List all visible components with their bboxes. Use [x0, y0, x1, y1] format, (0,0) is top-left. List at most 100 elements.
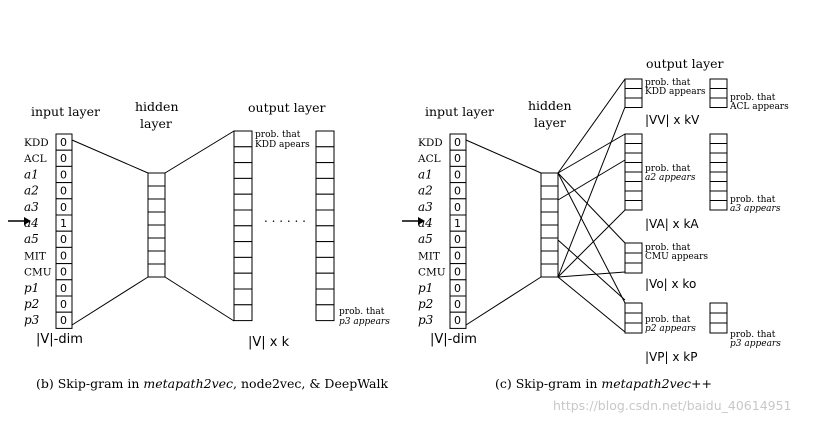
output-cell	[709, 162, 728, 173]
fan-connection-line	[557, 133, 626, 174]
fan-connection-line	[557, 172, 626, 304]
input-cell-value: 0	[454, 152, 461, 165]
hidden-cell	[147, 185, 166, 200]
input-row-label: a5	[418, 232, 433, 246]
fan-connection-line	[557, 209, 626, 278]
input-cell-value: 0	[60, 152, 67, 165]
input-row-label: a3	[24, 200, 39, 214]
hidden-cell	[540, 185, 559, 200]
hidden-cell	[147, 224, 166, 239]
input-cell-value: 0	[454, 201, 461, 214]
hidden-cell	[147, 263, 166, 278]
left-hidden-layer-label-2: layer	[140, 116, 172, 131]
output-cell	[315, 130, 335, 148]
input-cell-value: 0	[454, 168, 461, 181]
input-cell-value: 1	[454, 217, 461, 230]
output-cell	[709, 302, 728, 314]
output-cell	[624, 302, 643, 314]
fan-connection-line	[557, 159, 626, 201]
output-cell	[709, 181, 728, 192]
input-cell-value: 0	[60, 249, 67, 262]
output-cell	[709, 78, 728, 89]
input-cell-value: 1	[60, 217, 67, 230]
hidden-cell	[147, 250, 166, 265]
input-cell-value: 0	[454, 136, 461, 149]
output-cell	[624, 133, 643, 144]
right-kdd-prob-line1: prob. that	[645, 78, 691, 88]
input-row-label: a1	[418, 167, 433, 181]
input-row-label: CMU	[418, 267, 446, 279]
input-row-label: ACL	[23, 153, 47, 165]
input-cell-value: 0	[454, 233, 461, 246]
output-cell	[624, 312, 643, 324]
left-prob-top-line2: KDD apears	[255, 140, 310, 150]
left-caption: (b) Skip-gram in metapath2vec, node2vec,…	[36, 376, 388, 391]
fan-connection-line	[557, 78, 626, 174]
output-cell	[233, 304, 253, 322]
right-hidden-to-output-connections	[557, 78, 626, 333]
input-row-label: KDD	[24, 137, 49, 149]
output-cell	[624, 162, 643, 173]
input-row-label: CMU	[24, 267, 52, 279]
left-dim-label: |V|-dim	[36, 332, 83, 347]
output-cell	[624, 181, 643, 192]
left-input-arrow-icon	[8, 217, 31, 225]
right-output-vectors	[624, 78, 728, 334]
left-prob-bottom-line1: prob. that	[339, 307, 385, 317]
hidden-cell	[540, 250, 559, 265]
left-output-dim-label: |V| x k	[248, 335, 290, 350]
right-p2-prob-line2: p2 appears	[645, 324, 696, 334]
output-cell	[233, 288, 253, 306]
output-cell	[624, 152, 643, 163]
output-cell	[624, 78, 643, 89]
hidden-cell	[147, 211, 166, 226]
hidden-cell	[540, 263, 559, 278]
right-va-label: |VA| x kA	[645, 217, 699, 231]
left-hidden-layer-label-1: hidden	[135, 99, 179, 114]
right-a3-prob-line2: a3 appears	[730, 204, 781, 214]
output-cell	[233, 241, 253, 258]
right-caption: (c) Skip-gram in metapath2vec++	[495, 376, 712, 391]
left-connect-bottom-in	[71, 276, 149, 326]
right-connect-top-in	[465, 139, 542, 174]
output-cell	[315, 193, 335, 211]
right-caption-em: metapath2vec++	[601, 376, 712, 391]
right-panel: input layer hidden layer output layer KD…	[402, 56, 789, 391]
input-row-label: ACL	[417, 153, 441, 165]
input-row-label: p1	[418, 281, 433, 295]
fan-connection-line	[557, 172, 626, 244]
input-row-label: a2	[24, 184, 39, 198]
left-output-vector-first	[233, 130, 253, 322]
right-cmu-prob-line1: prob. that	[645, 243, 691, 253]
output-cell	[624, 262, 643, 274]
input-cell-value: 0	[60, 233, 67, 246]
right-kdd-prob-line2: KDD appears	[645, 87, 706, 97]
input-row-label: a3	[418, 200, 433, 214]
hidden-cell	[540, 198, 559, 213]
output-cell	[315, 177, 335, 195]
output-cell	[233, 130, 253, 148]
output-cell	[233, 177, 253, 195]
right-output-layer-label: output layer	[646, 56, 724, 71]
right-cmu-prob-line2: CMU appears	[645, 252, 708, 262]
output-cell	[233, 162, 253, 179]
output-cell	[315, 304, 335, 322]
left-panel: input layer hidden layer output layer KD…	[8, 99, 390, 391]
output-cell	[709, 200, 728, 211]
output-cell	[315, 256, 335, 274]
input-cell-value: 0	[60, 185, 67, 198]
right-a3-prob-line1: prob. that	[730, 195, 776, 205]
input-cell	[55, 311, 73, 329]
fan-connection-line	[557, 271, 626, 278]
output-cell	[233, 225, 253, 243]
output-cell	[709, 190, 728, 201]
input-cell-value: 0	[60, 168, 67, 181]
left-input-layer-label: input layer	[31, 104, 100, 119]
output-cell	[315, 288, 335, 306]
output-cell	[709, 88, 728, 99]
hidden-cell	[540, 224, 559, 239]
output-cell	[315, 209, 335, 227]
input-cell-value: 0	[454, 298, 461, 311]
fan-connection-line	[557, 276, 626, 333]
